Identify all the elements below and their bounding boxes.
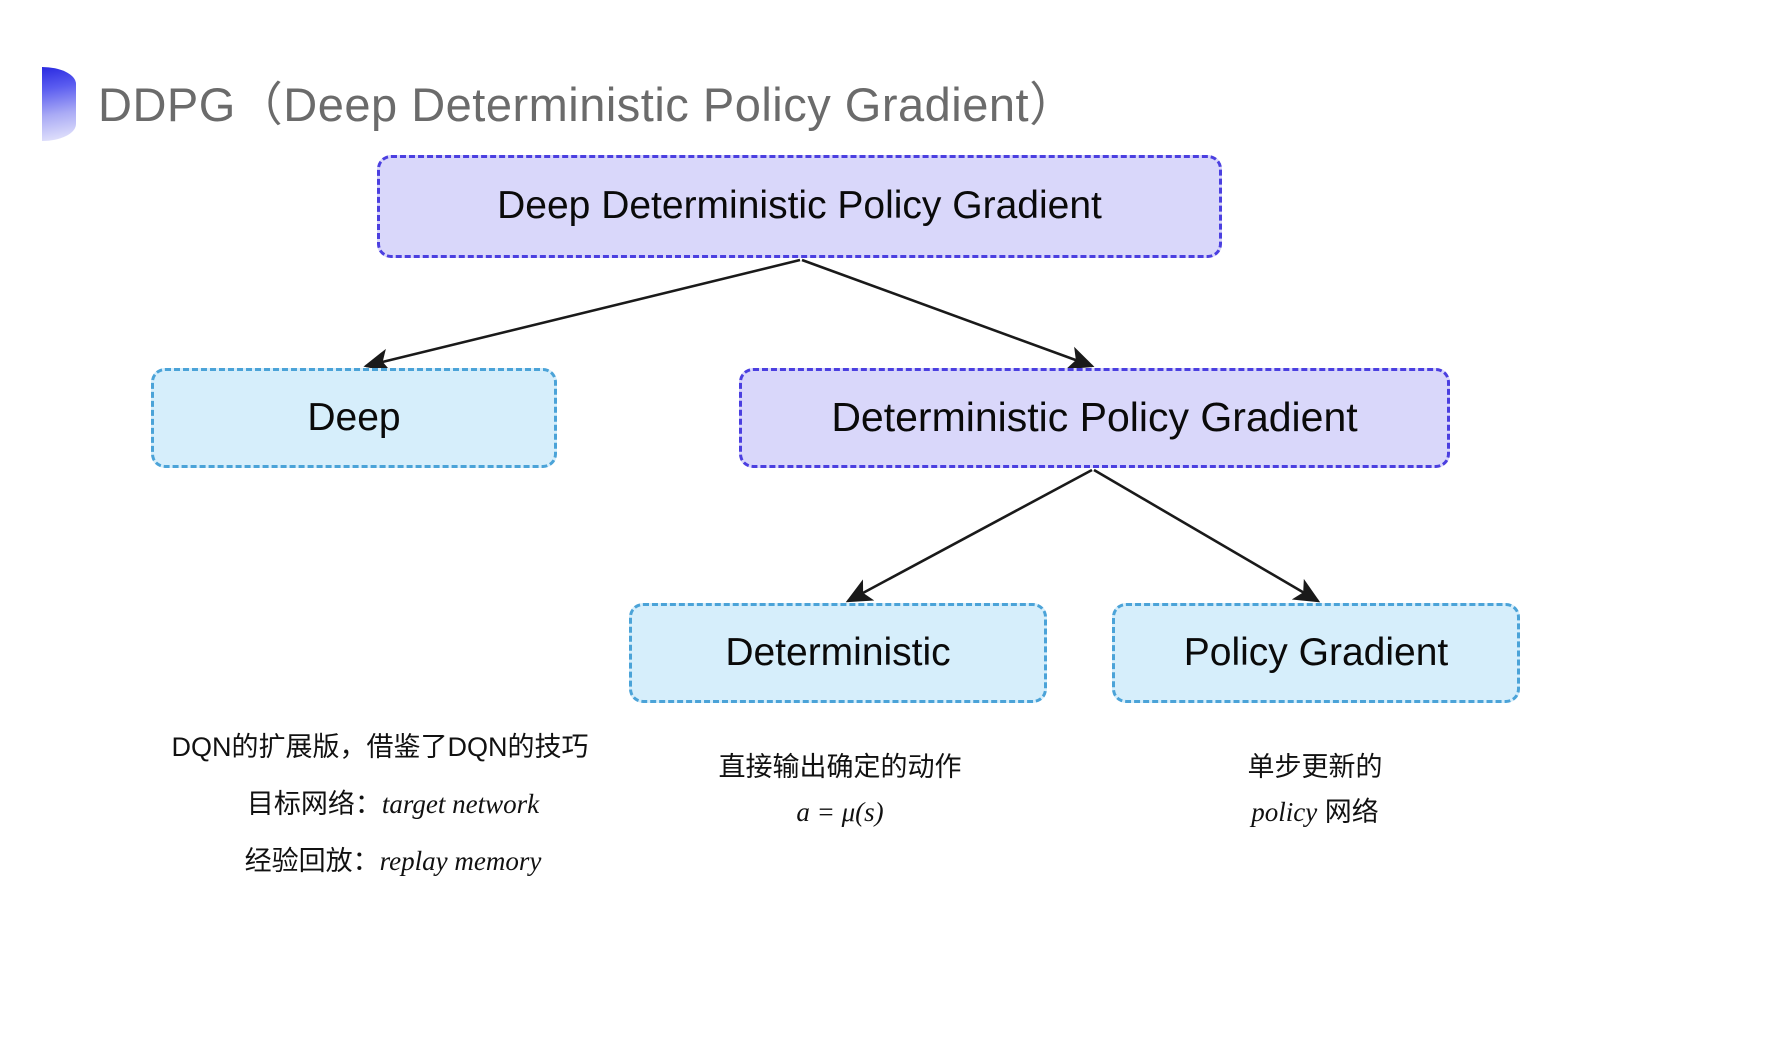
annotation-deep: DQN的扩展版，借鉴了DQN的技巧 目标网络：target network 经验… [110,728,650,881]
annotation-deep-line2-label: 目标网络： [246,789,382,820]
annotation-policy-gradient: 单步更新的 policy 网络 [1115,748,1515,838]
node-policy-gradient[interactable]: Policy Gradient [1112,603,1520,703]
annotation-deep-line3-term: replay memory [379,846,542,877]
annotation-deep-line3: 经验回放：replay memory [110,842,650,881]
annotation-deep-line2: 目标网络：target network [110,785,650,824]
node-deterministic-policy-gradient[interactable]: Deterministic Policy Gradient [739,368,1450,468]
annotation-policy-gradient-line1: 单步更新的 [1247,752,1383,782]
annotation-policy-gradient-line2: policy 网络 [1115,793,1515,832]
node-deep-deterministic-policy-gradient[interactable]: Deep Deterministic Policy Gradient [377,155,1222,258]
edge-root-to-dpg [801,258,1095,370]
annotation-deep-line2-term: target network [381,789,540,820]
annotation-deep-line1: DQN的扩展版，借鉴了DQN的技巧 [171,732,589,762]
annotation-deterministic: 直接输出确定的动作 a = μ(s) [640,748,1040,838]
edge-dpg-to-policy-gradient [1093,468,1321,603]
node-deterministic[interactable]: Deterministic [629,603,1047,703]
page-title-text: DDPG（Deep Deterministic Policy Gradient） [98,77,1077,131]
node-deep[interactable]: Deep [151,368,557,468]
edge-dpg-to-deterministic [845,468,1093,603]
annotation-policy-gradient-term: policy [1251,797,1318,828]
annotation-deep-line3-label: 经验回放： [244,846,380,877]
annotation-deterministic-line1: 直接输出确定的动作 [718,752,962,782]
bullet-decoration-icon [42,67,76,141]
annotation-deterministic-formula: a = μ(s) [796,797,884,828]
edge-root-to-deep [363,258,801,373]
page-title: DDPG（Deep Deterministic Policy Gradient） [42,62,1077,146]
annotation-policy-gradient-suffix: 网络 [1317,797,1379,828]
